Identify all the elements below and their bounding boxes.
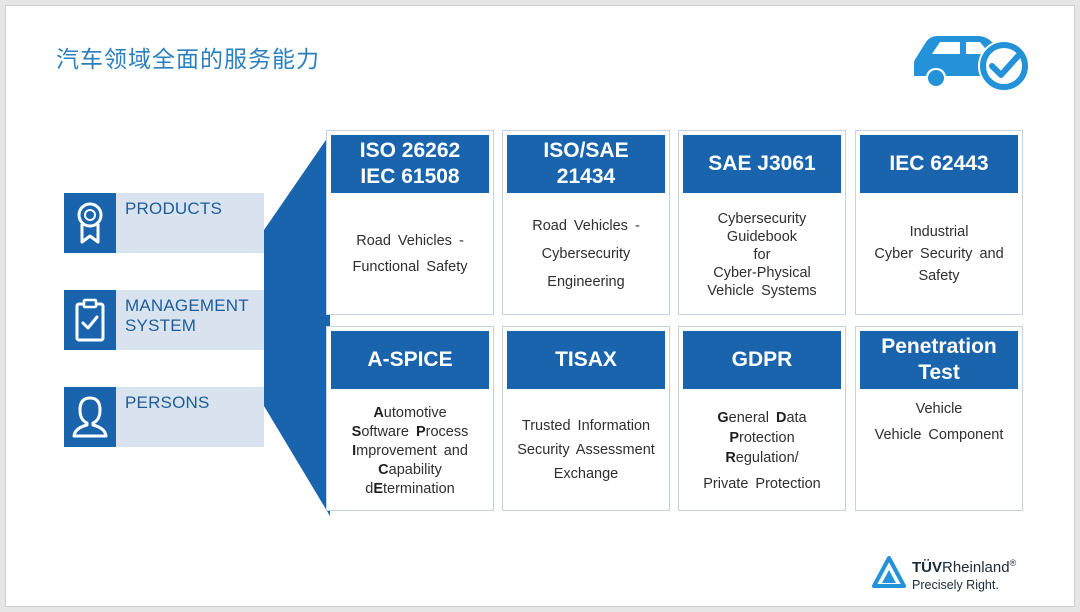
card-header: GDPR: [683, 331, 841, 389]
card-body: Cybersecurity Guidebook for Cyber-Physic…: [707, 210, 817, 299]
card-body: Road Vehicles - Functional Safety: [352, 232, 468, 275]
card-header: TISAX: [507, 331, 665, 389]
funnel-connector: [264, 134, 330, 516]
card-body: Road Vehicles - Cybersecurity Engineerin…: [532, 217, 640, 290]
card-iec-62443: IEC 62443 Industrial Cyber Security and …: [855, 130, 1023, 315]
category-label: MANAGEMENT SYSTEM: [125, 296, 249, 335]
brand-name: TÜVRheinland®: [912, 558, 1017, 576]
category-products: PRODUCTS: [64, 193, 264, 253]
card-header: A-SPICE: [331, 331, 489, 389]
page-title: 汽车领域全面的服务能力: [56, 47, 320, 73]
brand-tagline: Precisely Right.: [912, 578, 999, 592]
card-body: Automotive Software Process Improvement …: [351, 404, 469, 497]
card-sae-j3061: SAE J3061 Cybersecurity Guidebook for Cy…: [678, 130, 846, 315]
card-body: Industrial Cyber Security and Safety: [874, 223, 1004, 284]
card-body: Vehicle Vehicle Component: [874, 400, 1004, 443]
card-a-spice: A-SPICE Automotive Software Process Impr…: [326, 326, 494, 511]
card-body: Trusted Information Security Assessment …: [517, 417, 655, 482]
card-header: SAE J3061: [683, 135, 841, 193]
card-tisax: TISAX Trusted Information Security Asses…: [502, 326, 670, 511]
award-ribbon-icon: [64, 193, 116, 253]
tuv-rheinland-logo: TÜVRheinland® Precisely Right.: [872, 554, 1072, 600]
clipboard-check-icon: [64, 290, 116, 350]
slide: 汽车领域全面的服务能力 PRODUCTS MANAG: [5, 5, 1075, 607]
category-label: PERSONS: [125, 393, 210, 412]
person-icon: [64, 387, 116, 447]
category-management-system: MANAGEMENT SYSTEM: [64, 290, 264, 350]
card-body: General Data Protection Regulation/ Priv…: [703, 409, 821, 492]
card-header: IEC 62443: [860, 135, 1018, 193]
tuv-triangle-icon: [872, 556, 906, 588]
card-gdpr: GDPR General Data Protection Regulation/…: [678, 326, 846, 511]
category-label: PRODUCTS: [125, 199, 222, 218]
category-persons: PERSONS: [64, 387, 264, 447]
car-check-icon: [914, 36, 1030, 92]
